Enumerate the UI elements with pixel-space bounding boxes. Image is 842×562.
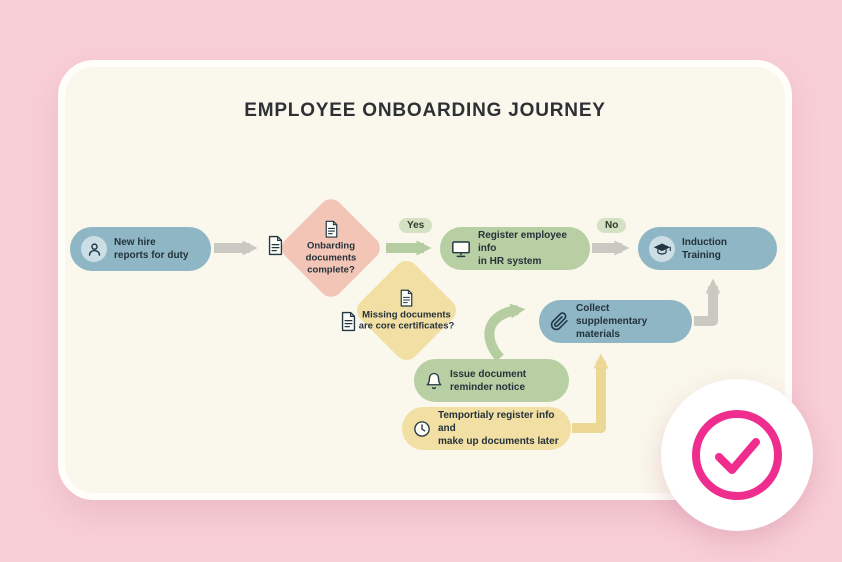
checkmark-badge — [661, 379, 813, 531]
node-issue-reminder: Issue document reminder notice — [414, 359, 569, 402]
check-icon — [692, 410, 782, 500]
diagram-title: EMPLOYEE ONBOARDING JOURNEY — [244, 100, 606, 121]
decision-missing-documents: Missing documents are core certificates? — [352, 256, 461, 365]
decision-label: Onbarding documents complete? — [305, 240, 357, 276]
document-icon — [324, 220, 339, 239]
arrow-collect-to-induction — [694, 278, 721, 326]
node-collect-materials: Collect supplementary materials — [539, 300, 692, 343]
decision-documents-complete: Onbarding documents complete? — [277, 194, 385, 302]
user-icon — [81, 236, 107, 262]
node-label: Collect supplementary materials — [576, 303, 648, 340]
decision-label: Missing documents are core certificates? — [358, 309, 455, 332]
arrow-temp-to-collect — [572, 353, 609, 433]
node-new-hire: New hire reports for duty — [70, 227, 211, 271]
node-label: Temportialy register info and make up do… — [438, 410, 559, 447]
edge-label-yes: Yes — [399, 218, 433, 233]
arrow-reminder-to-collect — [484, 303, 526, 362]
document-icon — [399, 288, 414, 307]
bell-icon — [425, 372, 443, 390]
document-icon — [267, 235, 284, 261]
edge-label-no: No — [597, 218, 627, 233]
node-temporary-register: Temportialy register info and make up do… — [402, 407, 571, 450]
node-label: Issue document reminder notice — [450, 368, 527, 393]
node-register-employee-info: Register employee info in HR system — [440, 227, 590, 270]
clock-icon — [413, 420, 431, 438]
document-icon — [340, 311, 357, 337]
monitor-icon — [451, 240, 471, 258]
node-label: Induction Training — [682, 236, 727, 261]
node-induction-training: Induction Training — [638, 227, 777, 270]
node-label: Register employee info in HR system — [478, 230, 567, 267]
graduation-cap-icon — [649, 235, 675, 262]
node-label: New hire reports for duty — [114, 237, 189, 261]
paperclip-icon — [550, 312, 569, 331]
